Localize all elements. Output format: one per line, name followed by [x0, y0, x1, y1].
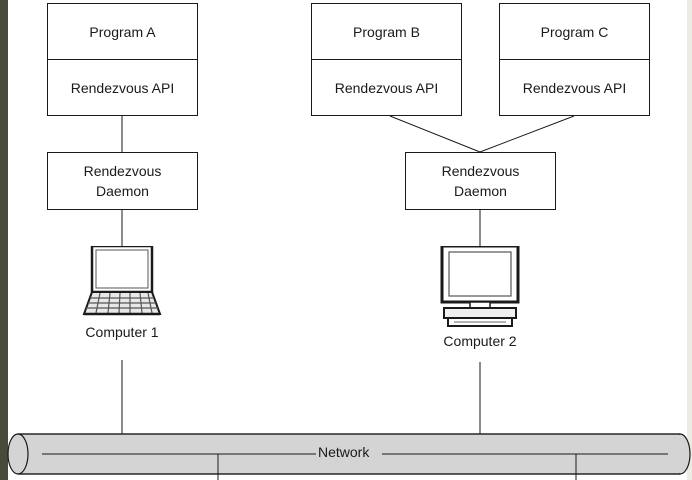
program-c-api-label: Rendezvous API [522, 79, 627, 96]
right-frame-border [687, 0, 692, 480]
laptop-icon [82, 246, 162, 316]
program-b-api-box: Rendezvous API [311, 59, 462, 116]
daemon-1-label: Rendezvous Daemon [83, 163, 162, 199]
connector-api-b-to-daemon-2 [389, 115, 481, 153]
program-a-api-label: Rendezvous API [70, 79, 175, 96]
daemon-2-box: Rendezvous Daemon [405, 152, 556, 210]
desktop-computer-icon [440, 246, 520, 327]
network-label: Network [316, 444, 372, 460]
connector-api-c-to-daemon-2 [479, 115, 575, 153]
program-b-label: Program B [353, 23, 420, 40]
program-b-box: Program B [311, 3, 462, 59]
computer-2-label: Computer 2 [443, 333, 517, 349]
program-a-label: Program A [89, 23, 156, 40]
computer-1-label: Computer 1 [85, 324, 159, 340]
program-c-api-box: Rendezvous API [499, 59, 650, 116]
program-a-api-box: Rendezvous API [47, 59, 198, 116]
program-c-label: Program C [540, 23, 609, 40]
daemon-1-box: Rendezvous Daemon [47, 152, 198, 210]
program-a-box: Program A [47, 3, 198, 59]
program-b-api-label: Rendezvous API [334, 79, 439, 96]
program-c-box: Program C [499, 3, 650, 59]
left-frame-border [0, 0, 8, 480]
daemon-2-label: Rendezvous Daemon [441, 163, 520, 199]
